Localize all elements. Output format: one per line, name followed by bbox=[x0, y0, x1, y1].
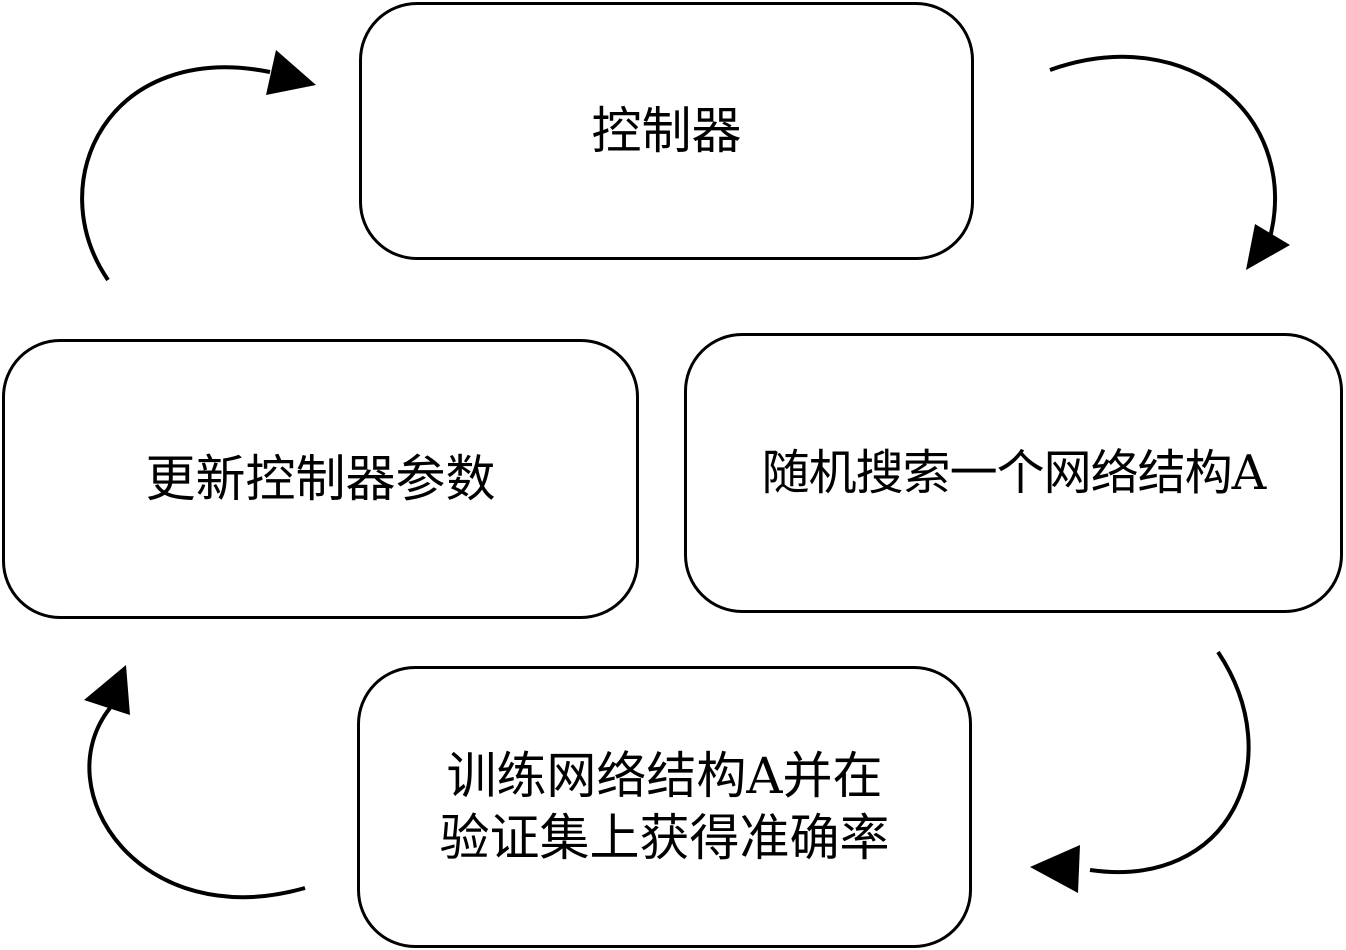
controller-label: 控制器 bbox=[591, 101, 742, 160]
controller-box: 控制器 bbox=[359, 2, 974, 260]
update-controller-box: 更新控制器参数 bbox=[2, 339, 639, 619]
arrow-search-to-train bbox=[1030, 650, 1251, 893]
update-controller-label: 更新控制器参数 bbox=[145, 449, 496, 508]
random-search-box: 随机搜索一个网络结构A bbox=[684, 333, 1343, 613]
arrow-controller-to-search bbox=[1049, 54, 1290, 270]
train-evaluate-label: 训练网络结构A并在 验证集上获得准确率 bbox=[439, 746, 890, 868]
train-evaluate-box: 训练网络结构A并在 验证集上获得准确率 bbox=[357, 666, 972, 948]
arrow-train-to-update bbox=[84, 665, 306, 900]
random-search-label: 随机搜索一个网络结构A bbox=[761, 445, 1267, 501]
arrow-update-to-controller bbox=[80, 50, 316, 282]
